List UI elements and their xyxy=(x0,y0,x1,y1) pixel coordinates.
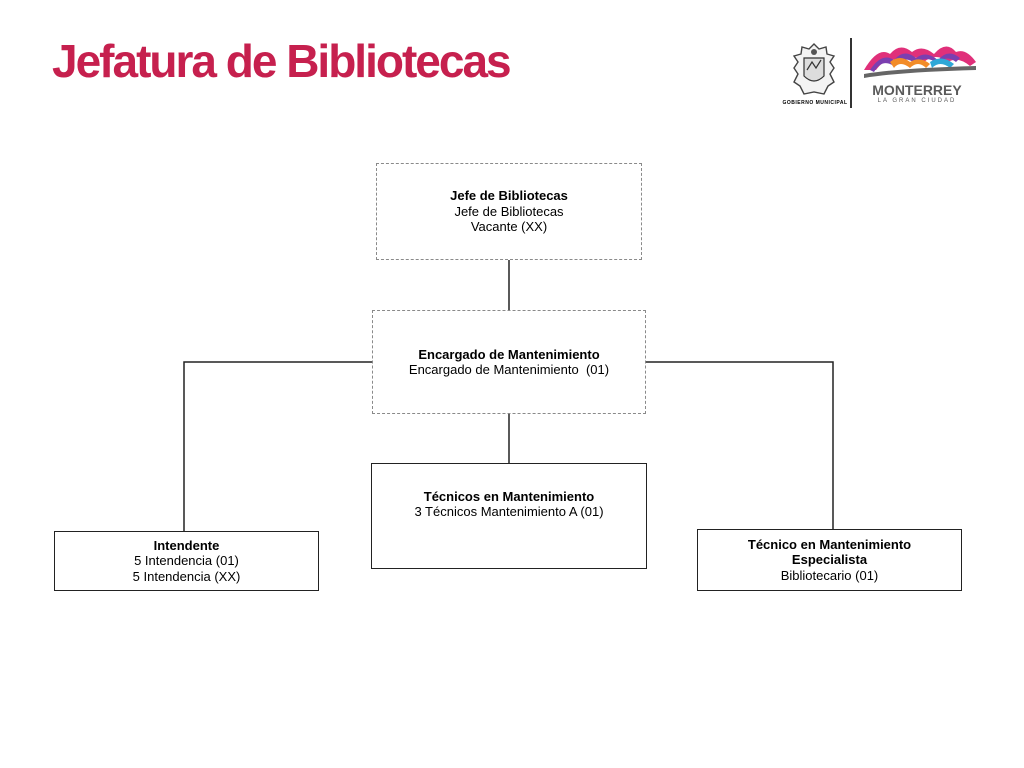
page-title: Jefatura de Bibliotecas xyxy=(52,35,512,87)
connector-encargado-especialista xyxy=(646,361,834,529)
node-title: Intendente xyxy=(153,537,220,553)
node-line: Vacante (XX) xyxy=(470,219,548,235)
connector-encargado-intendente xyxy=(183,361,372,531)
monterrey-mountain-logo xyxy=(864,46,976,78)
monterrey-tagline: LA GRAN CIUDAD xyxy=(877,98,957,104)
org-node-intendente: Intendente 5 Intendencia (01) 5 Intenden… xyxy=(54,531,319,591)
node-title: Jefe de Bibliotecas xyxy=(450,188,568,204)
node-line: 5 Intendencia (XX) xyxy=(132,568,241,584)
logo-divider xyxy=(850,38,852,108)
node-line: Encargado de Mantenimiento (01) xyxy=(408,362,610,377)
municipal-seal-logo xyxy=(792,43,836,95)
node-title: Encargado de Mantenimiento xyxy=(418,346,600,362)
seal-label: GOBIERNO MUNICIPAL xyxy=(782,100,848,106)
org-node-tecnicos-en-mantenimiento: Técnicos en Mantenimiento 3 Técnicos Man… xyxy=(371,463,647,569)
node-line: Jefe de Bibliotecas xyxy=(454,203,564,219)
org-node-jefe-de-bibliotecas: Jefe de Bibliotecas Jefe de Bibliotecas … xyxy=(376,163,642,260)
org-node-tecnico-especialista: Técnico en Mantenimiento Especialista Bi… xyxy=(697,529,962,591)
node-line: Bibliotecario (01) xyxy=(780,567,879,583)
node-line: 3 Técnicos Mantenimiento A (01) xyxy=(414,504,604,519)
org-node-encargado-de-mantenimiento: Encargado de Mantenimiento Encargado de … xyxy=(372,310,646,414)
node-title: Técnicos en Mantenimiento xyxy=(423,488,595,504)
monterrey-wordmark: MONTERREY xyxy=(872,82,962,98)
node-line: 5 Intendencia (01) xyxy=(134,553,239,569)
node-title: Técnico en Mantenimiento Especialista xyxy=(747,536,912,568)
logo-area: GOBIERNO MUNICIPAL MONTERREY LA GRAN CIU… xyxy=(780,36,990,112)
